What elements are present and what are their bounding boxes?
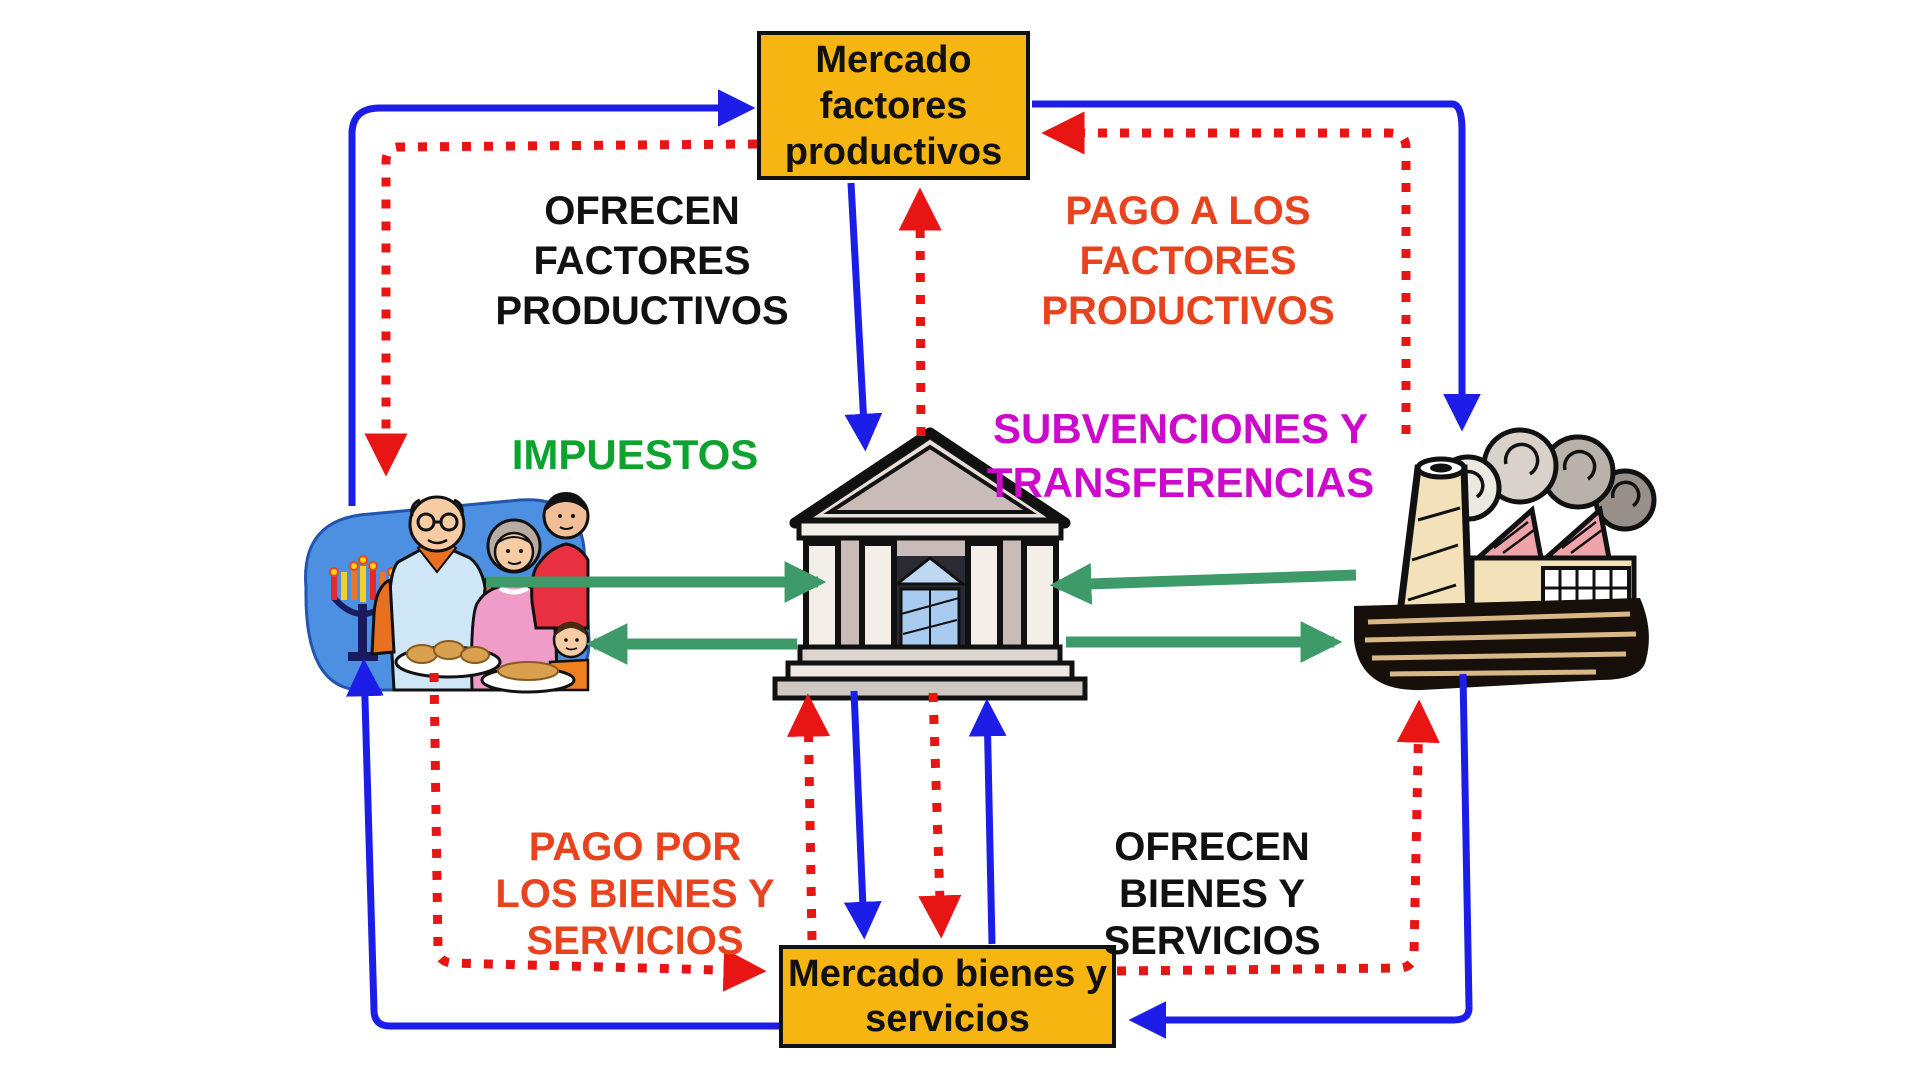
label-line: TRANSFERENCIAS [986, 459, 1375, 506]
arrow-goods-market-to-government [968, 698, 1007, 945]
factor-market-box-line: Mercado [815, 38, 972, 81]
factor-market-box: Mercado factores productivos [757, 31, 1030, 180]
label-offer-factors: OFRECEN FACTORES PRODUCTIVOS [442, 186, 842, 336]
label-pay-factors: PAGO A LOS FACTORES PRODUCTIVOS [988, 186, 1388, 336]
factory-clipart [1354, 427, 1657, 691]
factor-market-box-line: factores [819, 84, 968, 127]
label-line: BIENES Y [1119, 872, 1305, 916]
red-arrow-households-payment-to-goods-market [429, 672, 767, 992]
arrow-goods-market-to-households [345, 658, 779, 1030]
red-arrow-government-to-goods-market [918, 692, 962, 939]
label-subsidies-transfers: SUBVENCIONES Y TRANSFERENCIAS [958, 402, 1403, 510]
label-line: OFRECEN [544, 189, 740, 233]
label-line: PRODUCTIVOS [1041, 289, 1335, 333]
factory-building [1469, 505, 1637, 623]
red-arrow-goods-market-payment-to-firms [1116, 699, 1440, 976]
label-line: PAGO A LOS [1065, 189, 1311, 233]
label-line: OFRECEN [1114, 825, 1310, 869]
label-taxes: IMPUESTOS [435, 432, 835, 478]
factory-wood-base [1354, 598, 1649, 691]
goods-market-box-line: servicios [865, 997, 1030, 1040]
goods-market-box: Mercado bienes y servicios [779, 945, 1116, 1048]
red-arrow-factor-market-payment-to-households [364, 139, 758, 477]
arrow-factor-market-to-government [844, 182, 883, 452]
green-tax-transfer-arrows [486, 561, 1357, 665]
label-line: PAGO POR [528, 825, 742, 869]
label-line: SUBVENCIONES Y [993, 405, 1368, 452]
label-offer-goods: OFRECEN BIENES Y SERVICIOS [1012, 824, 1412, 965]
goods-market-box-line: Mercado bienes y [788, 952, 1107, 995]
red-arrow-government-to-factor-market [898, 187, 942, 437]
label-pay-goods: PAGO POR LOS BIENES Y SERVICIOS [435, 824, 835, 965]
label-line: FACTORES [1079, 239, 1297, 283]
factory-smoke [1434, 427, 1657, 532]
arrow-firms-to-goods-market [1128, 673, 1473, 1039]
family-clipart [304, 492, 591, 694]
label-line: SERVICIOS [526, 919, 744, 963]
factor-market-box-line: productivos [784, 130, 1003, 173]
label-line: FACTORES [533, 239, 751, 283]
label-line: IMPUESTOS [511, 431, 759, 478]
red-arrow-firms-payment-to-factor-market [1041, 111, 1411, 434]
arrow-factor-market-to-firms [1032, 100, 1481, 432]
building-steps [772, 644, 1088, 701]
label-line: LOS BIENES Y [495, 872, 775, 916]
label-line: PRODUCTIVOS [495, 289, 789, 333]
government-building-clipart [772, 427, 1088, 701]
arrow-government-to-goods-market [843, 690, 882, 940]
red-arrow-goods-market-to-government [786, 693, 831, 941]
arrow-households-to-factor-market [348, 89, 756, 506]
green-arrow-firms-to-government [1049, 562, 1357, 605]
label-line: SERVICIOS [1103, 919, 1321, 963]
red-money-flow-arrows [364, 111, 1440, 992]
blue-real-flow-arrows [345, 89, 1481, 1039]
food-plates-icon [394, 640, 576, 694]
